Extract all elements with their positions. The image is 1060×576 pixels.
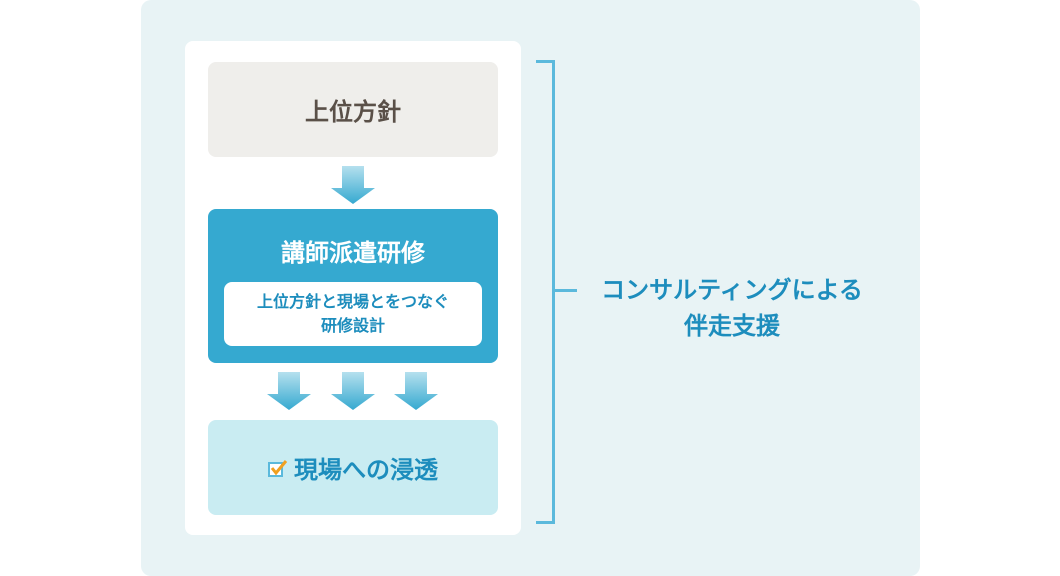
down-arrow-icon <box>267 372 311 410</box>
policy-title: 上位方針 <box>305 98 401 126</box>
down-arrow-icon <box>394 372 438 410</box>
down-arrow-icon <box>331 166 375 204</box>
bracket <box>536 60 555 524</box>
bracket-connector <box>555 289 577 292</box>
training-design-line1: 上位方針と現場とをつなぐ <box>256 292 449 311</box>
checkbox-icon <box>268 459 288 477</box>
training-design-box: 上位方針と現場とをつなぐ 研修設計 <box>224 282 482 346</box>
training-design-line2: 研修設計 <box>320 316 385 335</box>
field-penetration-title: 現場への浸透 <box>294 456 438 484</box>
consulting-label-line2: 伴走支援 <box>684 312 780 340</box>
consulting-label: コンサルティングによる 伴走支援 <box>584 272 880 344</box>
field-penetration-box: 現場への浸透 <box>208 420 498 515</box>
training-box: 講師派遣研修 上位方針と現場とをつなぐ 研修設計 <box>208 209 498 363</box>
down-arrow-icon <box>331 372 375 410</box>
policy-box: 上位方針 <box>208 62 498 157</box>
consulting-label-line1: コンサルティングによる <box>601 276 863 304</box>
training-title: 講師派遣研修 <box>281 239 425 267</box>
